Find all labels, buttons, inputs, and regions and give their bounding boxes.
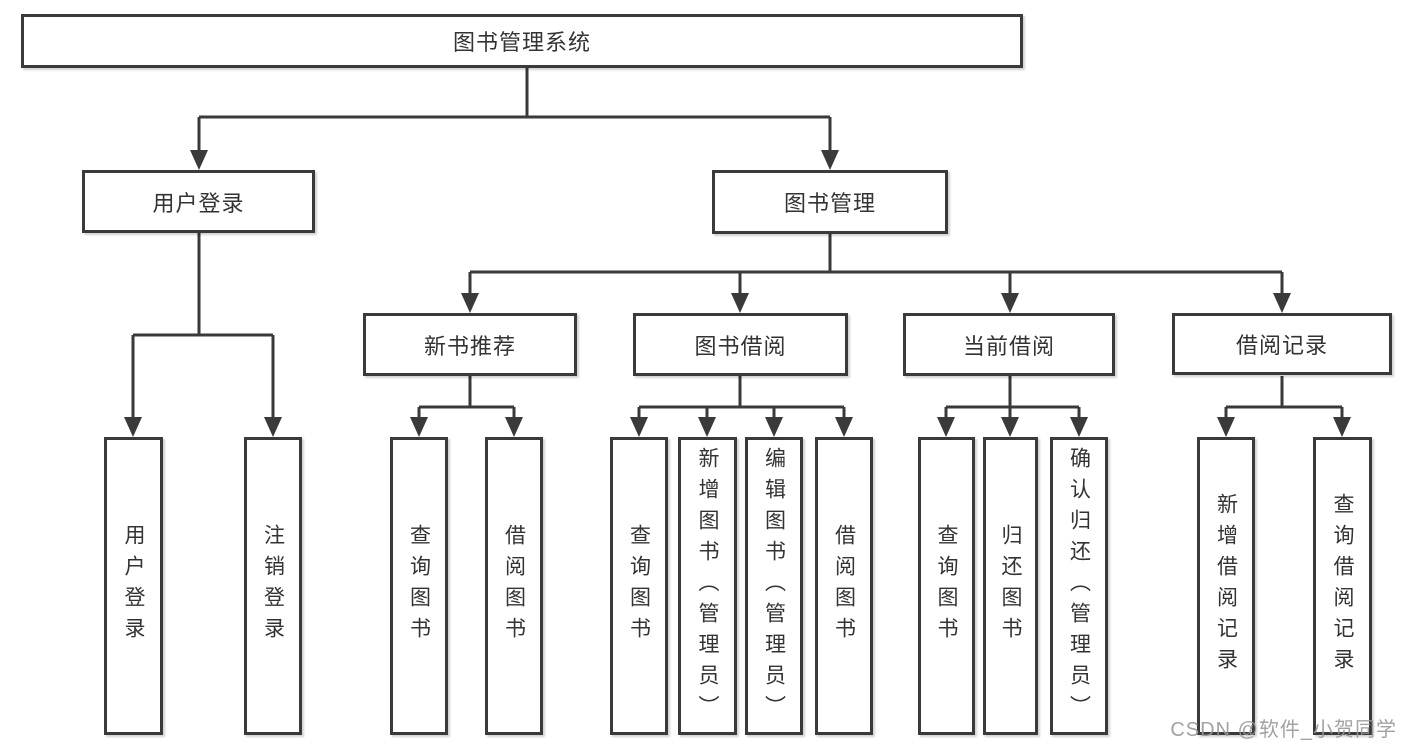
node-borrow-query-books: 查询图书 <box>610 437 668 735</box>
node-book-management: 图书管理 <box>712 170 948 234</box>
node-borrow-borrow-books-label: 借阅图书 <box>832 524 856 648</box>
node-current-return-books-label: 归还图书 <box>999 524 1022 648</box>
node-book-borrow-label: 图书借阅 <box>694 333 787 359</box>
node-current-borrow-label: 当前借阅 <box>962 333 1055 359</box>
node-library-system-label: 图书管理系统 <box>452 30 591 55</box>
node-current-return-books: 归还图书 <box>983 437 1038 735</box>
node-logout-label: 注销登录 <box>261 524 285 648</box>
node-recommend-query-books-label: 查询图书 <box>407 524 431 648</box>
arrowheads <box>124 150 1351 437</box>
node-logout: 注销登录 <box>244 437 302 735</box>
node-recommend-query-books: 查询图书 <box>390 437 448 735</box>
node-recommend-borrow-books-label: 借阅图书 <box>502 524 526 648</box>
node-user-login-label: 用户登录 <box>152 190 245 216</box>
node-borrow-add-books-admin-label: 新增图书（管理员） <box>696 446 719 726</box>
node-current-confirm-return-admin: 确认归还（管理员） <box>1050 437 1108 735</box>
node-borrow-add-books-admin: 新增图书（管理员） <box>678 437 737 735</box>
node-records-query-record: 查询借阅记录 <box>1313 437 1372 735</box>
node-borrow-query-books-label: 查询图书 <box>627 524 651 648</box>
node-user-login: 用户登录 <box>82 170 315 233</box>
node-library-system: 图书管理系统 <box>21 14 1023 68</box>
node-records-add-record: 新增借阅记录 <box>1197 437 1255 735</box>
node-current-query-books: 查询图书 <box>918 437 975 735</box>
node-user-login-action-label: 用户登录 <box>122 524 145 648</box>
node-new-book-recommend: 新书推荐 <box>363 313 577 376</box>
node-current-borrow: 当前借阅 <box>903 313 1115 376</box>
node-current-confirm-return-admin-label: 确认归还（管理员） <box>1067 446 1091 726</box>
node-book-management-label: 图书管理 <box>783 191 876 216</box>
node-current-query-books-label: 查询图书 <box>935 524 958 648</box>
node-new-book-recommend-label: 新书推荐 <box>423 333 516 359</box>
node-borrow-records-label: 借阅记录 <box>1235 333 1328 358</box>
node-book-borrow: 图书借阅 <box>633 313 848 376</box>
watermark-text: CSDN @软件_小贺同学 <box>1170 719 1397 741</box>
node-recommend-borrow-books: 借阅图书 <box>485 437 543 735</box>
node-borrow-edit-books-admin: 编辑图书（管理员） <box>745 437 803 735</box>
node-borrow-edit-books-admin-label: 编辑图书（管理员） <box>762 446 786 726</box>
node-records-query-record-label: 查询借阅记录 <box>1331 493 1354 679</box>
node-borrow-borrow-books: 借阅图书 <box>815 437 873 735</box>
node-records-add-record-label: 新增借阅记录 <box>1214 493 1238 679</box>
node-borrow-records: 借阅记录 <box>1172 313 1392 375</box>
node-user-login-action: 用户登录 <box>104 437 163 735</box>
